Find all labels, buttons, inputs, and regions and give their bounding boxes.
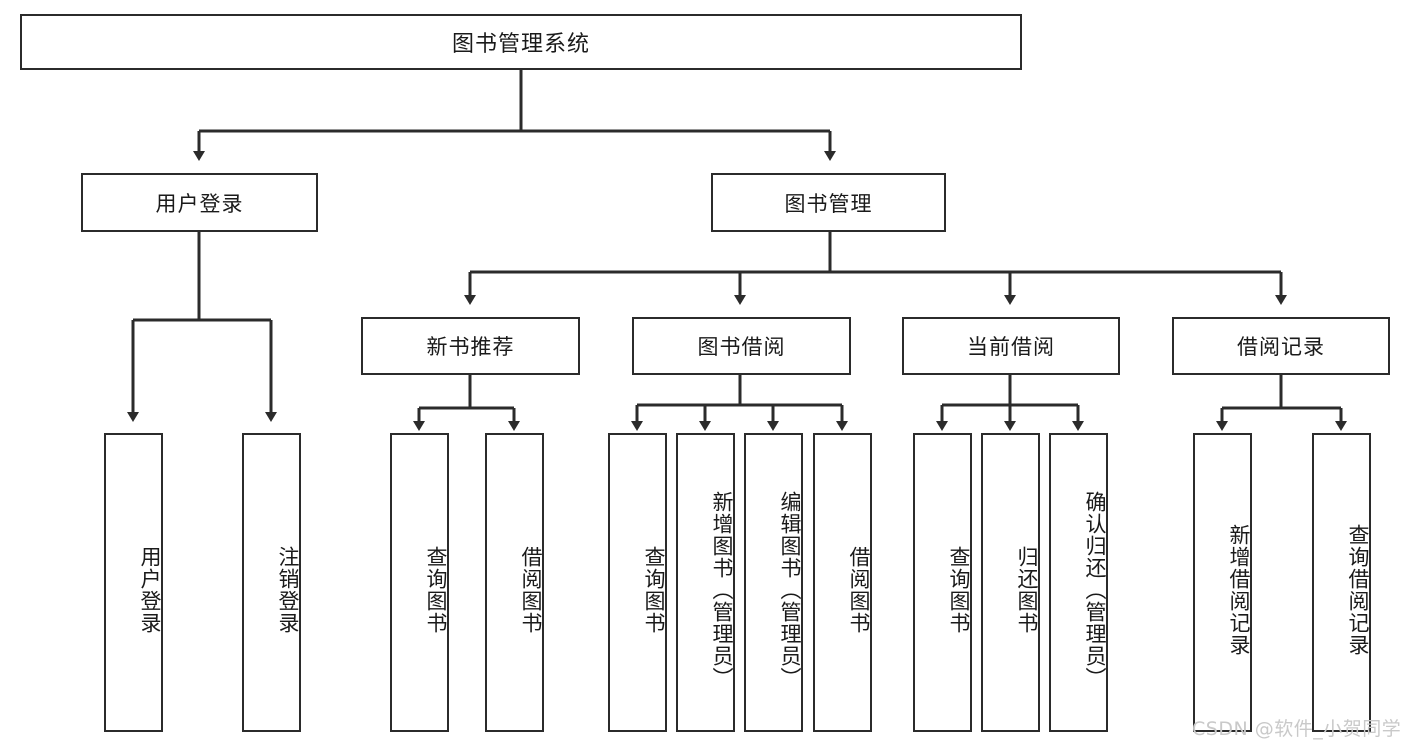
leaf-user-login-login[interactable]: 用户登录 — [104, 433, 163, 732]
leaf-book-borrow-edit[interactable]: 编辑图书（管理员） — [744, 433, 803, 732]
node-label: 编辑图书（管理员） — [778, 490, 802, 689]
node-label: 图书管理 — [784, 191, 873, 216]
node-new-book-recommend[interactable]: 新书推荐 — [361, 317, 580, 375]
leaf-current-borrow-confirm-return[interactable]: 确认归还（管理员） — [1049, 433, 1108, 732]
node-borrow-record[interactable]: 借阅记录 — [1172, 317, 1390, 375]
node-label: 借阅图书 — [847, 545, 871, 634]
node-label: 新增借阅记录 — [1227, 523, 1251, 656]
node-root-system[interactable]: 图书管理系统 — [20, 14, 1022, 70]
node-label: 新增图书（管理员） — [710, 490, 734, 689]
leaf-new-book-query[interactable]: 查询图书 — [390, 433, 449, 732]
node-current-borrow[interactable]: 当前借阅 — [902, 317, 1120, 375]
leaf-book-borrow-add[interactable]: 新增图书（管理员） — [676, 433, 735, 732]
leaf-user-login-logout[interactable]: 注销登录 — [242, 433, 301, 732]
node-book-borrow[interactable]: 图书借阅 — [632, 317, 851, 375]
node-label: 借阅记录 — [1237, 335, 1325, 359]
node-label: 图书管理系统 — [451, 32, 590, 57]
node-label: 查询图书 — [642, 545, 666, 634]
leaf-book-borrow-borrow[interactable]: 借阅图书 — [813, 433, 872, 732]
leaf-current-borrow-query[interactable]: 查询图书 — [913, 433, 972, 732]
node-label: 当前借阅 — [967, 335, 1055, 359]
node-label: 查询图书 — [947, 545, 971, 634]
node-book-management[interactable]: 图书管理 — [711, 173, 946, 232]
node-label: 图书借阅 — [697, 335, 786, 359]
node-label: 借阅图书 — [519, 545, 543, 634]
node-label: 用户登录 — [155, 191, 244, 216]
node-label: 确认归还（管理员） — [1083, 490, 1107, 689]
node-label: 查询图书 — [424, 545, 448, 634]
node-label: 注销登录 — [276, 545, 300, 634]
leaf-book-borrow-query[interactable]: 查询图书 — [608, 433, 667, 732]
leaf-borrow-record-query[interactable]: 查询借阅记录 — [1312, 433, 1371, 732]
watermark-text: CSDN @软件_小贺同学 — [1192, 718, 1402, 740]
node-label: 归还图书 — [1015, 545, 1039, 634]
node-label: 查询借阅记录 — [1346, 523, 1370, 656]
leaf-current-borrow-return[interactable]: 归还图书 — [981, 433, 1040, 732]
node-label: 新书推荐 — [426, 335, 515, 359]
leaf-new-book-borrow[interactable]: 借阅图书 — [485, 433, 544, 732]
node-user-login[interactable]: 用户登录 — [81, 173, 318, 232]
leaf-borrow-record-add[interactable]: 新增借阅记录 — [1193, 433, 1252, 732]
node-label: 用户登录 — [138, 545, 162, 634]
